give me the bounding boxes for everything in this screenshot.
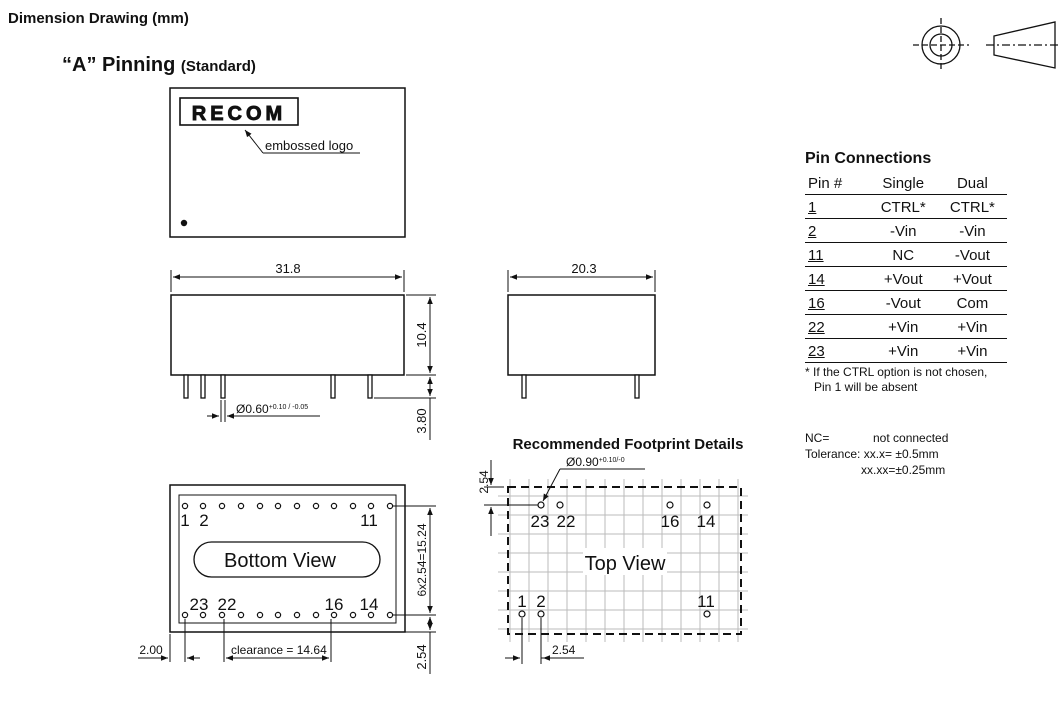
pin-number-cell: 22 — [805, 314, 869, 339]
pin-length-dimension: 3.80 — [414, 408, 429, 433]
bottom-view-drawing: 1 2 11 23 22 16 14 Bottom View 6x2.54=15… — [138, 484, 436, 674]
pinning-subtitle: (Standard) — [180, 58, 256, 75]
bottom-pin-label-22: 22 — [218, 595, 237, 614]
footprint-pin-label-11: 11 — [697, 592, 715, 611]
module-top-view: RECOM embossed logo — [169, 87, 406, 238]
hole-diameter-tolerance: +0.10/-0 — [599, 457, 625, 464]
drawing-title: Dimension Drawing (mm) — [8, 10, 189, 27]
nc-value: not connected — [873, 431, 949, 445]
edge-offset-dimension: 2.00 — [139, 643, 163, 657]
tolerance-row: Tolerance: xx.x= ±0.5mm — [805, 446, 948, 462]
dual-cell: -Vin — [937, 218, 1007, 243]
table-row: 22+Vin+Vin — [805, 314, 1007, 339]
embossed-logo-label: embossed logo — [265, 138, 353, 153]
bottom-pin-label-1: 1 — [180, 511, 189, 530]
column-header-dual: Dual — [937, 171, 1007, 195]
pin-diameter-dimension: Ø0.60+0.10 / -0.05 — [236, 402, 308, 416]
pin-number-cell: 11 — [805, 242, 869, 267]
bottom-pin-label-2: 2 — [199, 511, 208, 530]
pin-diameter-tolerance: +0.10 / -0.05 — [269, 404, 309, 411]
footprint-vertical-pitch: 2.54 — [477, 470, 491, 494]
footprint-pin-label-14: 14 — [697, 512, 716, 531]
single-cell: +Vout — [868, 266, 938, 291]
bottom-pin-label-14: 14 — [360, 595, 379, 614]
dual-cell: Com — [937, 290, 1007, 315]
single-cell: CTRL* — [868, 194, 938, 219]
single-cell: +Vin — [868, 338, 938, 363]
footprint-pin-label-2: 2 — [536, 592, 545, 611]
tolerance-value-1: xx.x= ±0.5mm — [863, 447, 939, 461]
column-header-pin: Pin # — [805, 171, 869, 195]
width-dimension: 31.8 — [275, 261, 300, 276]
height-dimension: 10.4 — [414, 322, 429, 347]
single-cell: NC — [868, 242, 938, 267]
hole-diameter-dimension: Ø0.90+0.10/-0 — [566, 455, 625, 469]
footprint-pin-label-16: 16 — [661, 512, 680, 531]
pin1-marker — [180, 219, 188, 227]
pin-table-header-row: Pin # Single Dual — [805, 171, 1007, 195]
table-row: 23+Vin+Vin — [805, 338, 1007, 363]
recom-logo: RECOM — [192, 103, 286, 125]
footprint-pin-label-23: 23 — [531, 512, 550, 531]
ctrl-footnote: * If the CTRL option is not chosen, Pin … — [805, 365, 1010, 395]
single-cell: -Vin — [868, 218, 938, 243]
table-row: 14+Vout+Vout — [805, 266, 1007, 291]
clearance-dimension: clearance = 14.64 — [231, 643, 327, 657]
dual-cell: CTRL* — [937, 194, 1007, 219]
bottom-pin-label-11: 11 — [360, 511, 378, 530]
pin-number-cell: 14 — [805, 266, 869, 291]
single-cell: -Vout — [868, 290, 938, 315]
bottom-view-label: Bottom View — [224, 550, 336, 572]
hole-diameter-value: Ø0.90 — [566, 455, 599, 469]
nc-legend-row: NC= not connected — [805, 430, 948, 446]
module-side-view: 31.8 10.4 3.80 Ø0.60+0.10 / -0.05 — [170, 261, 436, 440]
end-width-dimension: 20.3 — [571, 261, 596, 276]
notes-legend: NC= not connected Tolerance: xx.x= ±0.5mm… — [805, 430, 948, 478]
footprint-pin-label-1: 1 — [517, 592, 526, 611]
module-end-view: 20.3 — [507, 261, 656, 399]
footprint-title: Recommended Footprint Details — [513, 436, 744, 453]
pin-number-cell: 23 — [805, 338, 869, 363]
tolerance-key: Tolerance: — [805, 447, 861, 461]
nc-key: NC= — [805, 431, 830, 445]
projection-symbol-icon — [913, 18, 1060, 72]
pin-connections-title: Pin Connections — [805, 150, 932, 167]
dual-cell: -Vout — [937, 242, 1007, 267]
pinning-title: “A” Pinning (Standard) — [62, 54, 256, 77]
tolerance-value-2: xx.xx=±0.25mm — [861, 463, 946, 477]
column-header-single: Single — [868, 171, 938, 195]
bottom-pin-label-16: 16 — [325, 595, 344, 614]
footnote-line-1: * If the CTRL option is not chosen, — [805, 365, 988, 379]
footprint-horizontal-pitch: 2.54 — [552, 643, 576, 657]
single-cell: +Vin — [868, 314, 938, 339]
top-view-label: Top View — [585, 553, 666, 575]
bottom-pin-label-23: 23 — [190, 595, 209, 614]
tolerance-row-2: xx.xx=±0.25mm — [805, 462, 948, 478]
table-row: 2-Vin-Vin — [805, 218, 1007, 243]
pin-pitch-dimension: 2.54 — [414, 644, 429, 669]
pin-span-dimension: 6x2.54=15.24 — [415, 523, 429, 596]
pin-diameter-value: Ø0.60 — [236, 402, 269, 416]
footnote-line-2: Pin 1 will be absent — [814, 380, 918, 394]
pinning-title-main: “A” Pinning — [62, 54, 176, 76]
footprint-drawing: Recommended Footprint Details 23 22 16 1… — [477, 436, 748, 664]
pin-number-cell: 16 — [805, 290, 869, 315]
footprint-pin-label-22: 22 — [557, 512, 576, 531]
dual-cell: +Vin — [937, 338, 1007, 363]
dual-cell: +Vin — [937, 314, 1007, 339]
dual-cell: +Vout — [937, 266, 1007, 291]
pin-number-cell: 1 — [805, 194, 869, 219]
pin-number-cell: 2 — [805, 218, 869, 243]
